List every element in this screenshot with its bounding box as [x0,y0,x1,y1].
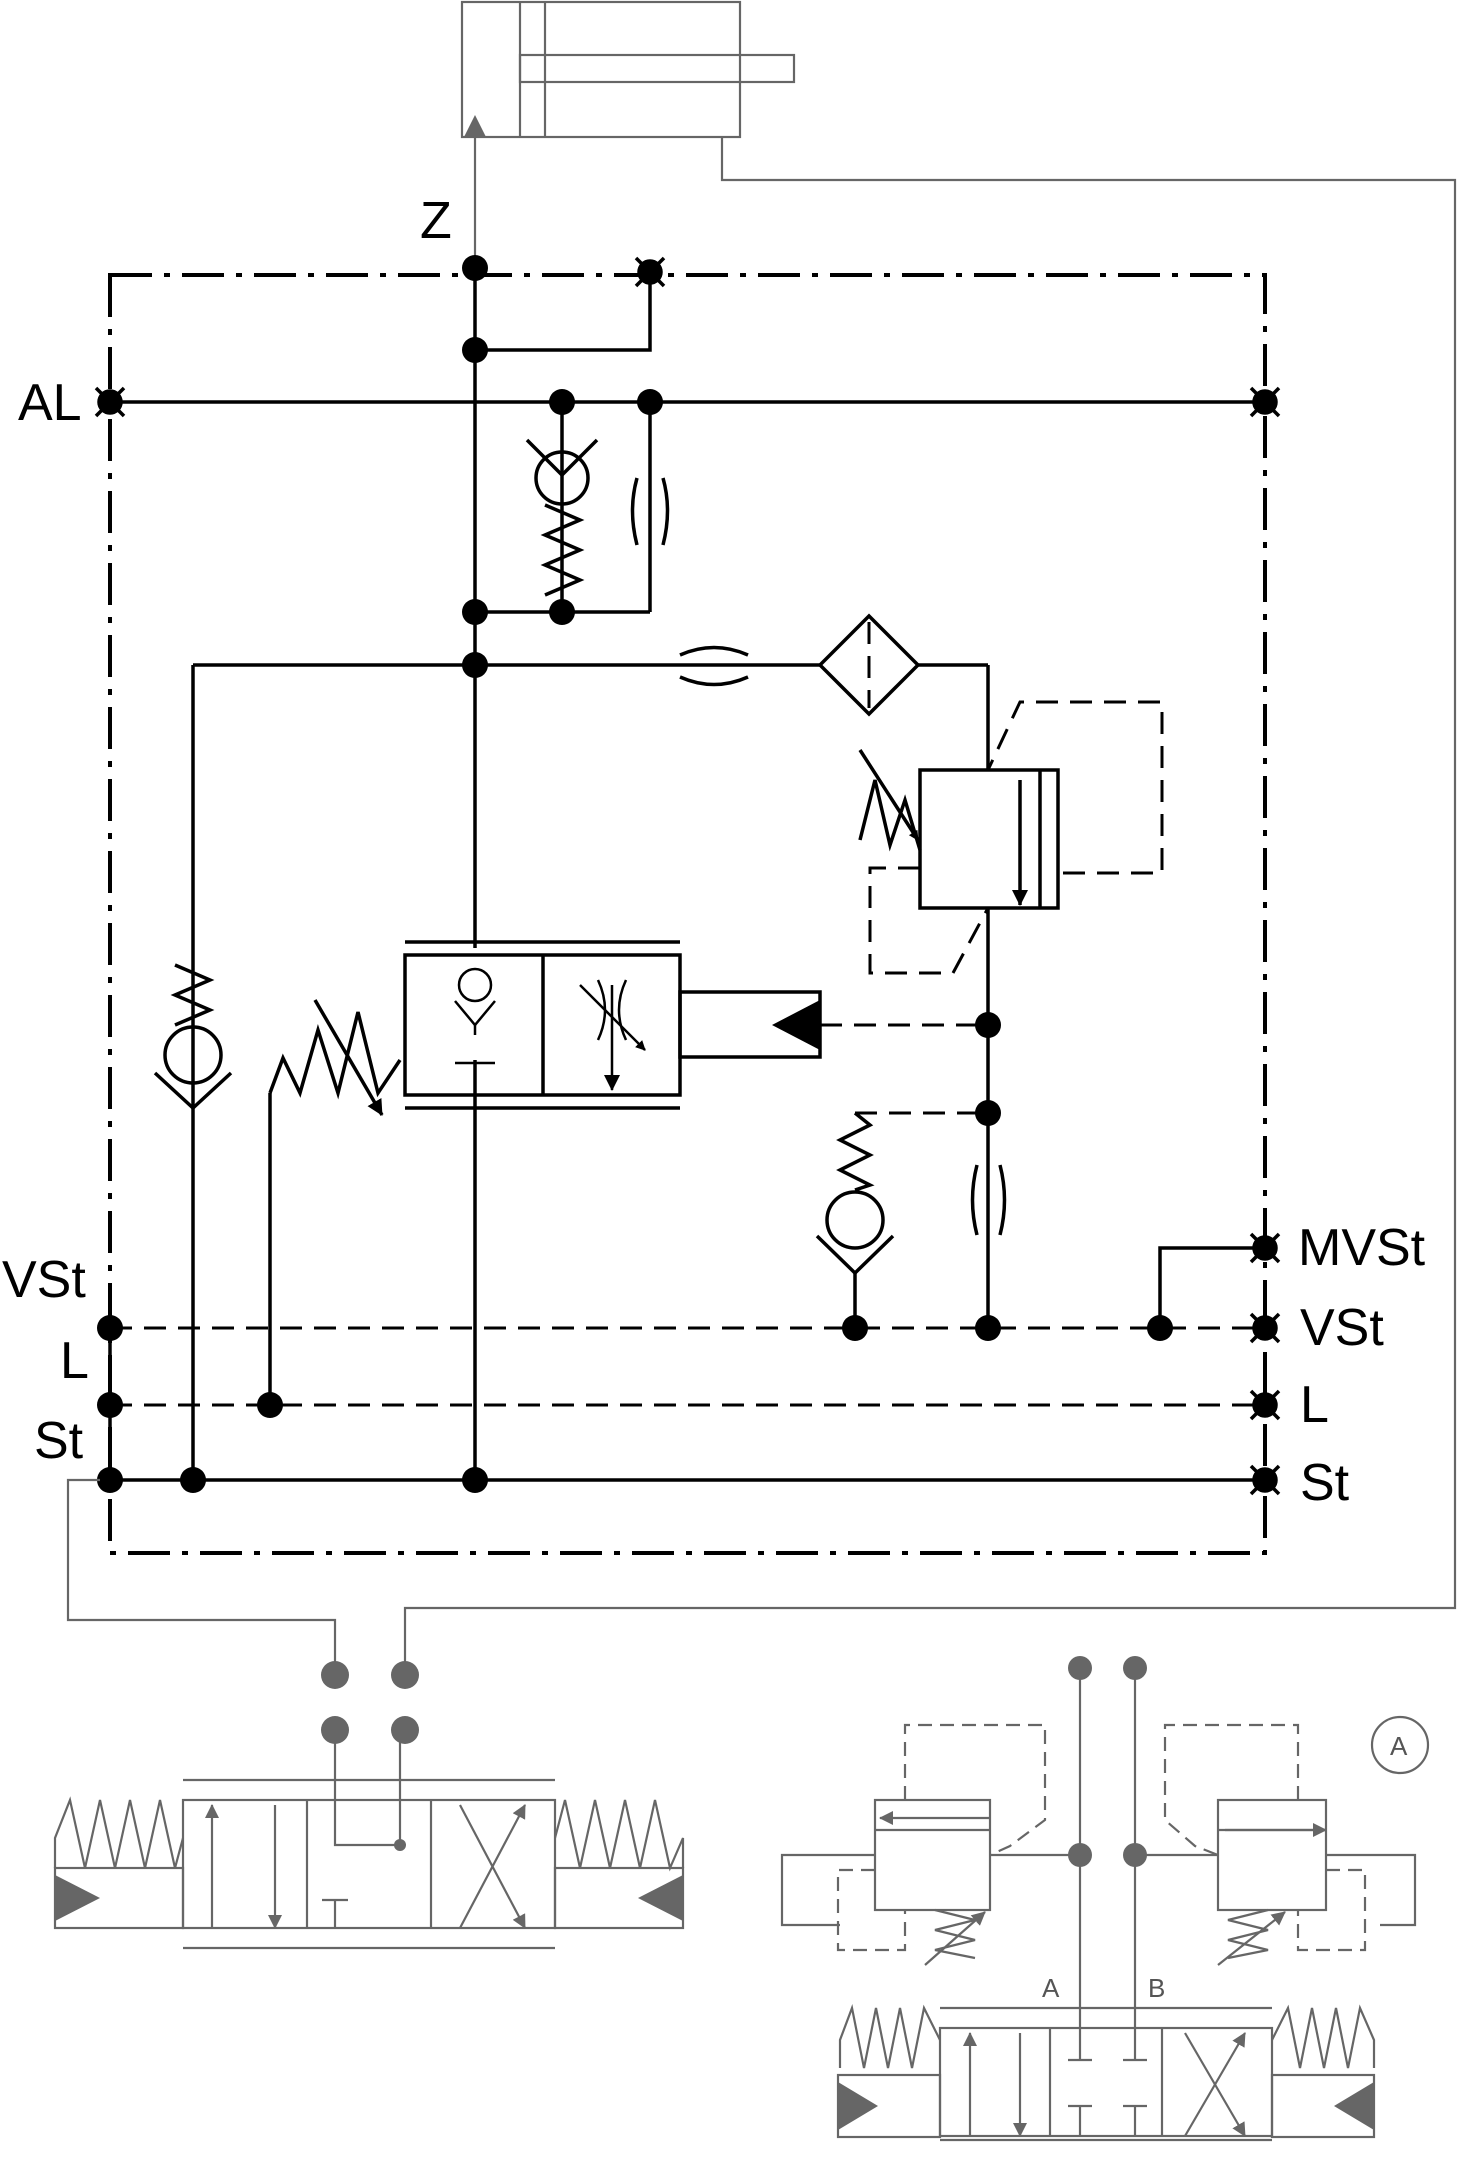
filter [817,613,921,717]
port-label-vst-right: VSt [1300,1299,1384,1357]
port-a-label: A [1042,1973,1060,2003]
port-label-z: Z [420,192,452,250]
directional-valve-bottom-left [53,1730,685,1950]
port-label-vst-left: VSt [2,1251,86,1309]
detail-a-label: A [1390,1731,1408,1761]
port-label-al: AL [18,374,82,432]
main-directional-valve [268,940,822,1116]
port-label-l-right: L [1300,1376,1329,1434]
valve-block-boundary [108,273,1267,1555]
pilot-lines [110,700,1265,1407]
port-label-l-left: L [60,1332,89,1390]
port-b-label: B [1148,1973,1165,2003]
port-markers [94,256,1281,1496]
spring-check-valve-top [525,438,599,597]
hydraulic-cylinder [403,0,1457,1675]
detail-a: A A B [780,1656,1430,2142]
spring-check-valve-right [815,1111,895,1276]
port-label-st-right: St [1300,1454,1350,1512]
spring-check-valve-left [153,963,233,1111]
orifice-horizontal [679,645,749,687]
orifice-top [630,477,670,546]
junction-dots [97,255,1173,1493]
internal-circuit [108,268,1265,1482]
external-supply-lines [66,1478,419,1744]
port-label-st-left: St [34,1412,84,1470]
orifice-right-lower [970,1164,1007,1236]
pressure-reducing-valve [858,749,1060,910]
port-label-mvst: MVSt [1298,1219,1426,1277]
